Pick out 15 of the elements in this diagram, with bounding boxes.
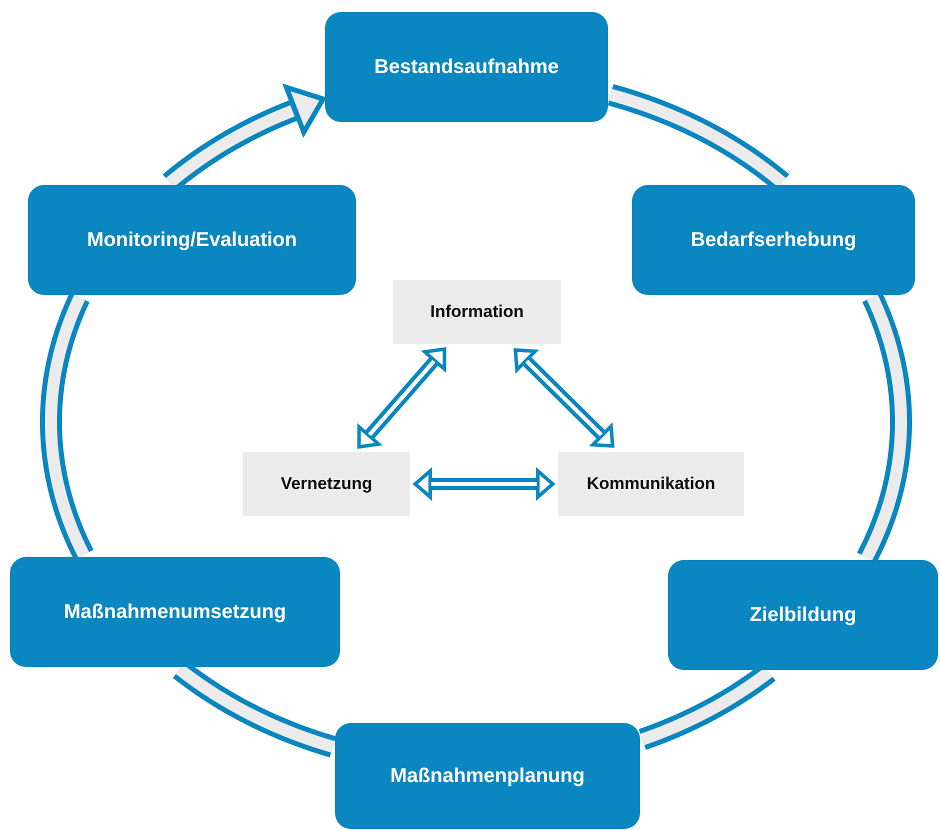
step-label: Monitoring/Evaluation: [87, 228, 297, 252]
step-label: Maßnahmenumsetzung: [64, 600, 286, 624]
process-step-box: [335, 723, 640, 829]
process-step-box: [10, 557, 340, 667]
step-label: Kommunikation: [586, 474, 716, 494]
step-label: Vernetzung: [280, 474, 372, 494]
step-label: Maßnahmenplanung: [390, 764, 585, 788]
process-step-box: [325, 12, 608, 122]
step-label: Information: [430, 302, 524, 322]
step-label: Bestandsaufnahme: [374, 56, 559, 78]
process-step-box: [632, 185, 915, 295]
process-step-box: [28, 185, 356, 295]
step-label: Zielbildung: [750, 604, 856, 626]
step-label: Bedarfserhebung: [690, 228, 856, 252]
process-step-box: [668, 560, 938, 670]
